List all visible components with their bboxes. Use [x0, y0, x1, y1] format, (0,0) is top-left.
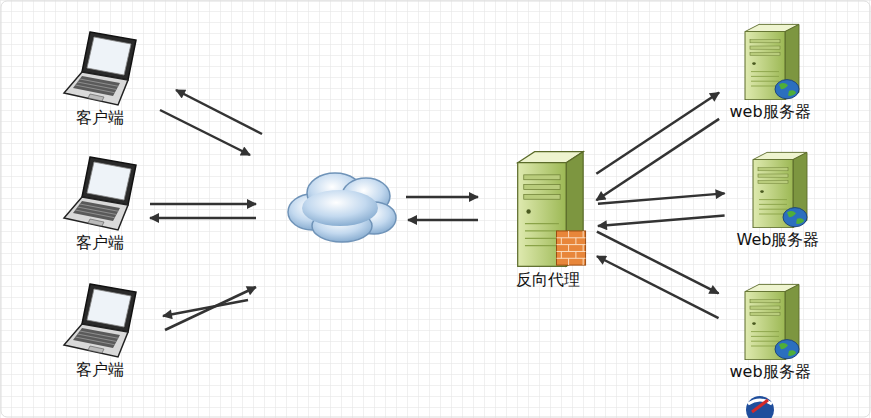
server-icon [737, 282, 803, 362]
node-label: 客户端 [74, 360, 126, 380]
server-icon [745, 150, 811, 230]
node-label: 客户端 [74, 233, 126, 253]
node-label: web服务器 [727, 102, 812, 122]
node-label: web服务器 [727, 362, 812, 382]
node-label: 反向代理 [514, 270, 582, 290]
connector-arrow [598, 215, 725, 225]
connector-arrow [598, 193, 725, 203]
client-node: 客户端 [60, 282, 140, 380]
client-node: 客户端 [60, 30, 140, 128]
client-node: 客户端 [60, 155, 140, 253]
proxy-node: 反向代理 [508, 148, 588, 290]
connector-arrow [597, 232, 719, 294]
connector-arrow [596, 119, 719, 200]
laptop-icon [60, 30, 140, 108]
connector-arrow [596, 93, 719, 174]
node-label: 客户端 [74, 108, 126, 128]
node-label: Web服务器 [735, 230, 822, 250]
proxy-icon [508, 148, 588, 270]
cloud-symbol [288, 173, 396, 242]
connector-arrow [597, 256, 719, 318]
server-node: web服务器 [727, 282, 812, 382]
server-icon [737, 22, 803, 102]
laptop-icon [60, 155, 140, 233]
watermark-logo [746, 396, 774, 418]
network-arrows [150, 90, 478, 330]
server-node: Web服务器 [735, 150, 822, 250]
laptop-icon [60, 282, 140, 360]
server-node: web服务器 [727, 22, 812, 122]
